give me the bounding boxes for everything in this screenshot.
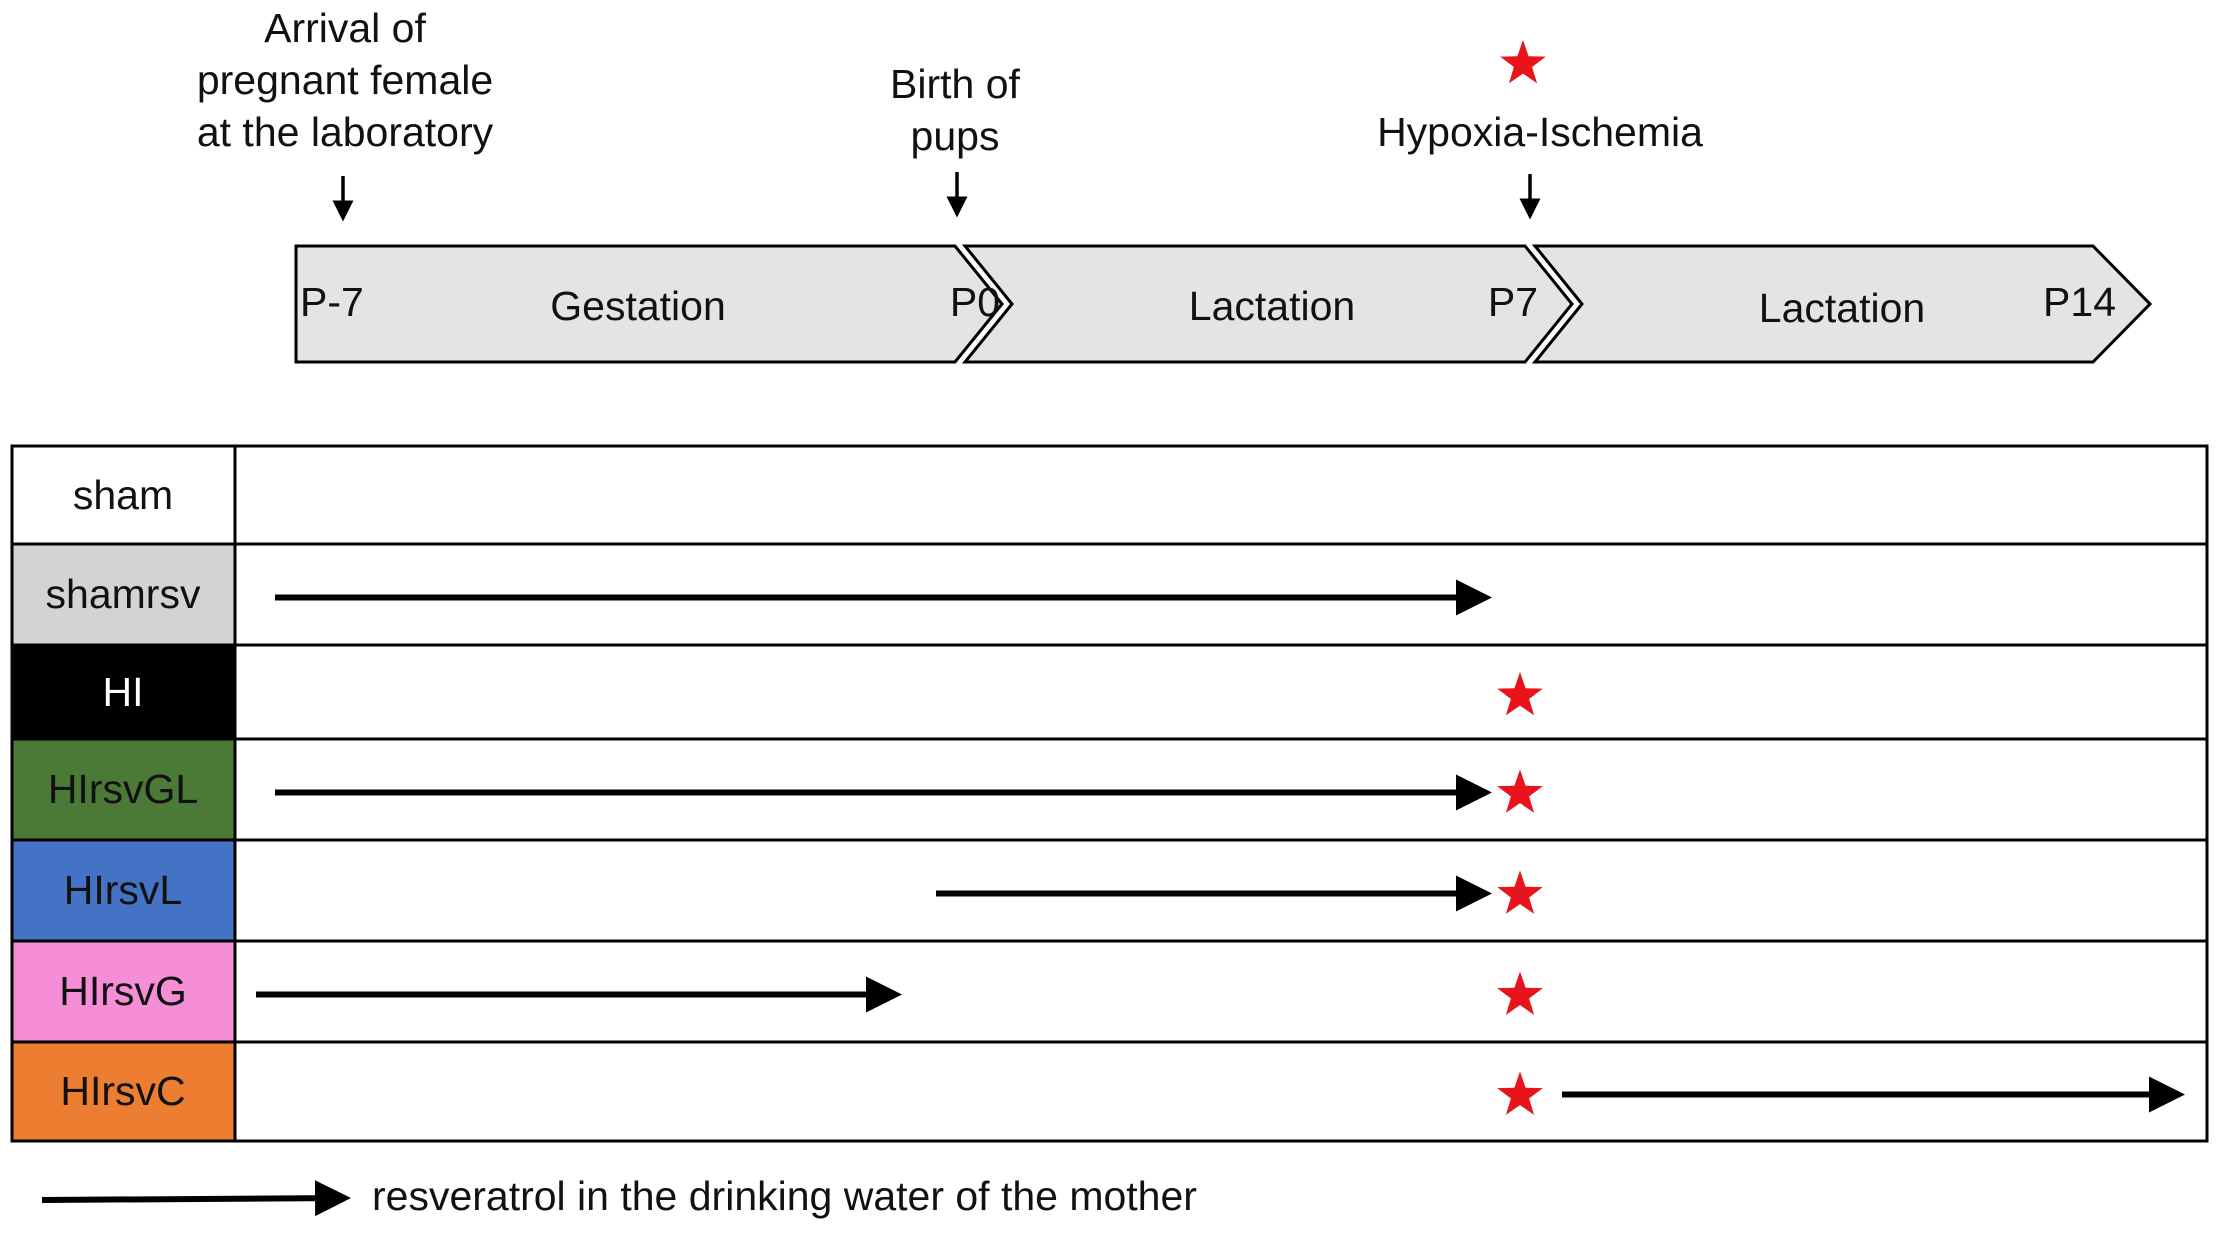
hi-star-icon-HI bbox=[1497, 672, 1543, 716]
timeline-segment-lactation-2 bbox=[1531, 244, 2153, 364]
hypoxia-ischemia-annotation: Hypoxia-Ischemia bbox=[1377, 109, 1703, 155]
hi-star-icon-HIrsvC bbox=[1497, 1071, 1543, 1115]
hi-star-icon-HIrsvL bbox=[1497, 870, 1543, 914]
legend-arrow bbox=[41, 1180, 351, 1217]
arrival-line-1: Arrival of bbox=[264, 5, 426, 51]
birth-annotation: Birth of pups bbox=[805, 58, 1105, 162]
segment-1-name: Gestation bbox=[550, 283, 726, 329]
timeline-segment-gestation bbox=[294, 244, 1004, 364]
hi-star-icon-HIrsvG bbox=[1497, 971, 1543, 1015]
segment-1-end-label: P0 bbox=[949, 279, 1000, 325]
group-label-shamrsv: shamrsv bbox=[45, 571, 201, 617]
group-cell-HIrsvC bbox=[10, 1040, 237, 1143]
birth-line-2: pups bbox=[910, 113, 1000, 159]
group-label-HIrsvC: HIrsvC bbox=[60, 1068, 186, 1114]
arrival-annotation: Arrival of pregnant female at the labora… bbox=[140, 2, 550, 158]
hi-star-icon-HIrsvGL bbox=[1497, 769, 1543, 813]
group-label-HIrsvGL: HIrsvGL bbox=[47, 766, 199, 812]
segment-2-end-label: P7 bbox=[1487, 279, 1538, 325]
group-label-HI: HI bbox=[102, 668, 144, 715]
group-cell-HIrsvGL bbox=[10, 737, 237, 842]
group-cell-HI bbox=[10, 643, 237, 741]
segment-3-end-label: P14 bbox=[2043, 279, 2116, 325]
arrival-line-3: at the laboratory bbox=[196, 109, 494, 155]
arrival-line-2: pregnant female bbox=[196, 57, 494, 103]
group-label-HIrsvG: HIrsvG bbox=[59, 968, 187, 1014]
group-label-sham: sham bbox=[72, 471, 174, 518]
birth-line-1: Birth of bbox=[890, 61, 1020, 107]
timeline-segment-lactation-1 bbox=[961, 244, 1574, 364]
group-label-HIrsvL: HIrsvL bbox=[63, 867, 183, 913]
segment-3-name: Lactation bbox=[1758, 285, 1926, 331]
hypoxia-star-icon bbox=[1500, 40, 1546, 84]
segment-1-start-label: P-7 bbox=[300, 279, 364, 325]
legend-text: resveratrol in the drinking water of the… bbox=[372, 1173, 1197, 1219]
segment-2-name: Lactation bbox=[1188, 283, 1356, 329]
